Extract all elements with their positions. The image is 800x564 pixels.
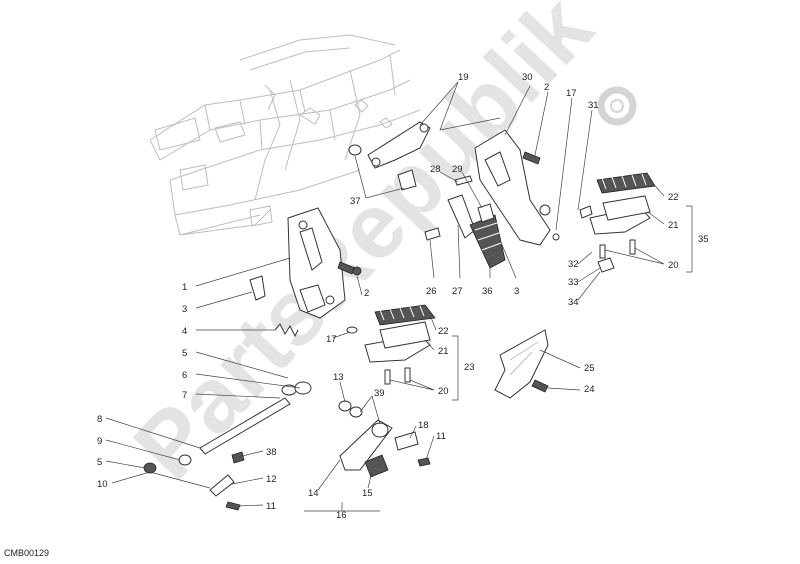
right-footpeg-bracket	[474, 129, 560, 246]
watermark-text: PartsRepublik	[115, 0, 612, 499]
left-footpeg	[364, 304, 436, 385]
gear-lever-assembly	[143, 381, 431, 511]
callout-19: 19	[458, 72, 469, 83]
callout-15: 15	[362, 488, 373, 499]
diagram-code: CMB00129	[4, 548, 50, 558]
callout-18: 18	[418, 420, 429, 431]
callout-2: 2	[364, 288, 369, 299]
callout-4: 4	[182, 326, 187, 337]
callout-2c: 2	[544, 82, 549, 93]
frame-ghost-drawing	[149, 34, 421, 236]
callout-5: 5	[182, 348, 187, 359]
callout-27: 27	[452, 286, 463, 297]
callout-22: 22	[438, 326, 449, 337]
callout-17b: 17	[566, 88, 577, 99]
callout-28: 28	[430, 164, 441, 175]
callout-21b: 21	[668, 220, 679, 231]
callout-6: 6	[182, 370, 187, 381]
callout-38: 38	[266, 447, 277, 458]
callout-20: 20	[438, 386, 449, 397]
callout-11: 11	[266, 501, 276, 512]
callout-9: 9	[97, 436, 102, 447]
callout-1: 1	[182, 282, 187, 293]
callout-29: 29	[452, 164, 463, 175]
right-footpeg	[579, 172, 656, 273]
callout-33: 33	[568, 277, 579, 288]
callout-23: 23	[464, 362, 475, 373]
callout-21: 21	[438, 346, 449, 357]
bolt-left	[337, 261, 362, 276]
callout-37: 37	[350, 196, 361, 207]
callout-39: 39	[374, 388, 385, 399]
callout-10: 10	[97, 479, 108, 490]
right-upper-plate	[348, 121, 431, 191]
callout-17: 17	[326, 334, 337, 345]
brake-lever-assembly	[424, 175, 506, 269]
callout-34: 34	[568, 297, 579, 308]
callout-12: 12	[266, 474, 277, 485]
callout-24: 24	[584, 384, 595, 395]
callout-3: 3	[182, 304, 187, 315]
pin-left	[249, 275, 266, 301]
callout-labels: 1 3 4 5 6 7 8 9 5 10 38 12 11 13 39 18 1…	[97, 72, 709, 521]
callout-8: 8	[97, 414, 102, 425]
callout-20b: 20	[668, 260, 679, 271]
callout-26: 26	[426, 286, 437, 297]
callout-35: 35	[698, 234, 709, 245]
callout-13: 13	[333, 372, 344, 383]
callout-22b: 22	[668, 192, 679, 203]
watermark-gear-icon	[597, 86, 637, 126]
heel-guard	[494, 329, 549, 399]
callout-7: 7	[182, 390, 187, 401]
left-footpeg-bracket	[287, 207, 346, 319]
callout-11b: 11	[436, 431, 446, 442]
callout-32: 32	[568, 259, 579, 270]
callout-16: 16	[336, 510, 347, 521]
callout-30: 30	[522, 72, 533, 83]
callout-25: 25	[584, 363, 595, 374]
callout-14: 14	[308, 488, 319, 499]
callout-36: 36	[482, 286, 493, 297]
callout-31: 31	[588, 100, 599, 111]
callout-3b: 3	[514, 286, 519, 297]
leader-lines	[105, 81, 693, 512]
washer-left	[346, 326, 358, 334]
callout-5b: 5	[97, 457, 102, 468]
spring-left	[274, 323, 299, 338]
